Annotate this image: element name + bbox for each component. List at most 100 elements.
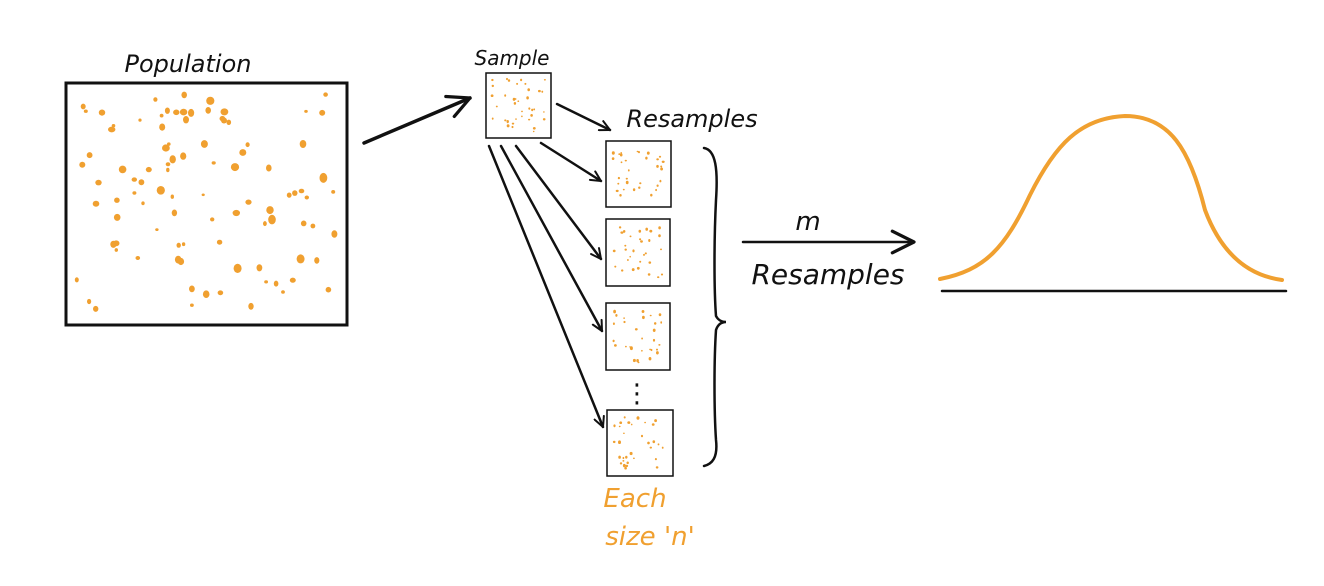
population-dot xyxy=(179,108,188,116)
resample-dot xyxy=(649,229,653,233)
population-dot xyxy=(300,220,307,227)
size-n-label: size 'n' xyxy=(605,522,694,552)
resample-dot xyxy=(618,153,621,156)
resample-dot xyxy=(630,423,633,426)
resample-dot xyxy=(652,328,656,332)
population-label: Population xyxy=(125,50,252,78)
sample-dot xyxy=(530,114,533,117)
resample-dot xyxy=(622,456,625,460)
sample-dot xyxy=(521,110,523,113)
population-dot xyxy=(245,199,252,205)
sample-dot xyxy=(516,82,519,85)
resample-dot xyxy=(639,238,642,241)
resample-dot xyxy=(619,462,623,465)
population-dot xyxy=(92,200,100,207)
resample-dot xyxy=(661,160,665,163)
resample-dot xyxy=(620,231,624,234)
population-dot xyxy=(304,195,309,200)
sample-dot xyxy=(526,96,529,100)
resample-dot xyxy=(625,455,628,459)
arrow-to-resamples-label xyxy=(555,102,612,132)
population-dot xyxy=(331,230,338,238)
resample-dot xyxy=(612,322,615,326)
population-dot xyxy=(156,186,165,195)
resample-dot xyxy=(618,440,621,445)
resample-dot xyxy=(658,226,661,230)
population-dot xyxy=(159,123,166,131)
population-dot xyxy=(155,228,159,232)
resample-dot xyxy=(636,150,639,153)
population-dot xyxy=(206,96,215,105)
population-dot xyxy=(296,254,305,264)
population-box xyxy=(64,81,349,327)
population-dot xyxy=(319,109,326,116)
resample-dot xyxy=(660,165,663,168)
population-dot xyxy=(162,144,170,152)
resample-dot xyxy=(656,348,658,351)
ellipsis: ⋮ xyxy=(624,379,650,409)
population-dot xyxy=(169,155,176,164)
resample-dot xyxy=(632,358,636,363)
population-dot xyxy=(183,116,189,124)
resample-dot xyxy=(612,440,616,444)
resample-dot xyxy=(649,446,652,449)
resample-dot xyxy=(640,240,643,243)
resample-dot xyxy=(660,273,664,276)
resample-dot xyxy=(614,344,617,347)
resample-dot xyxy=(642,315,645,320)
resample-dot xyxy=(654,322,657,325)
sample-dot xyxy=(506,120,509,124)
population-dot xyxy=(221,117,227,124)
resample-dot xyxy=(624,466,627,470)
population-dot xyxy=(74,277,79,283)
sample-dot xyxy=(528,107,531,110)
resample-dot xyxy=(658,155,662,158)
resample-dot xyxy=(620,152,622,154)
resample-dot xyxy=(615,189,619,193)
resample-dot xyxy=(650,193,653,197)
resample-dot xyxy=(623,416,626,419)
population-dot xyxy=(310,223,316,229)
resample-dot xyxy=(615,314,618,317)
resamples-label: Resamples xyxy=(626,105,757,133)
sample-dot xyxy=(514,98,517,100)
resample-dot xyxy=(627,169,630,172)
population-dot xyxy=(138,118,142,122)
population-dot xyxy=(325,286,332,293)
population-dot xyxy=(188,108,195,117)
resample-dot xyxy=(611,151,615,155)
population-dot xyxy=(174,255,182,264)
population-dot xyxy=(87,298,92,305)
resample-dot xyxy=(647,441,650,445)
sample-dot xyxy=(520,78,523,82)
sample-dot xyxy=(491,78,494,82)
resample-dot xyxy=(645,156,648,160)
population-dot xyxy=(298,188,305,194)
population-dot xyxy=(180,152,187,160)
population-dot xyxy=(268,214,276,225)
sample-dot xyxy=(541,90,544,93)
sample-dot xyxy=(506,124,510,128)
resample-dot xyxy=(656,158,659,161)
population-dot xyxy=(200,140,208,148)
resample-dot xyxy=(641,310,645,313)
population-dot xyxy=(292,190,298,196)
population-dot xyxy=(216,239,223,245)
resample-dot xyxy=(641,337,643,340)
sample-dot xyxy=(511,122,515,125)
sample-dot xyxy=(491,117,494,120)
population-dot xyxy=(217,290,224,296)
population-dot xyxy=(135,256,141,260)
resample-box-4 xyxy=(606,409,674,477)
sample-dot xyxy=(506,77,508,81)
sample-dot xyxy=(531,108,534,112)
resample-dot xyxy=(629,346,633,351)
population-dot xyxy=(113,213,121,221)
population-dot xyxy=(201,193,205,197)
resample-dot xyxy=(646,151,650,155)
sample-box xyxy=(485,72,552,139)
population-dot xyxy=(171,209,178,217)
resample-dot xyxy=(647,273,651,276)
sample-dot xyxy=(491,84,494,88)
resample-dot xyxy=(656,164,659,168)
